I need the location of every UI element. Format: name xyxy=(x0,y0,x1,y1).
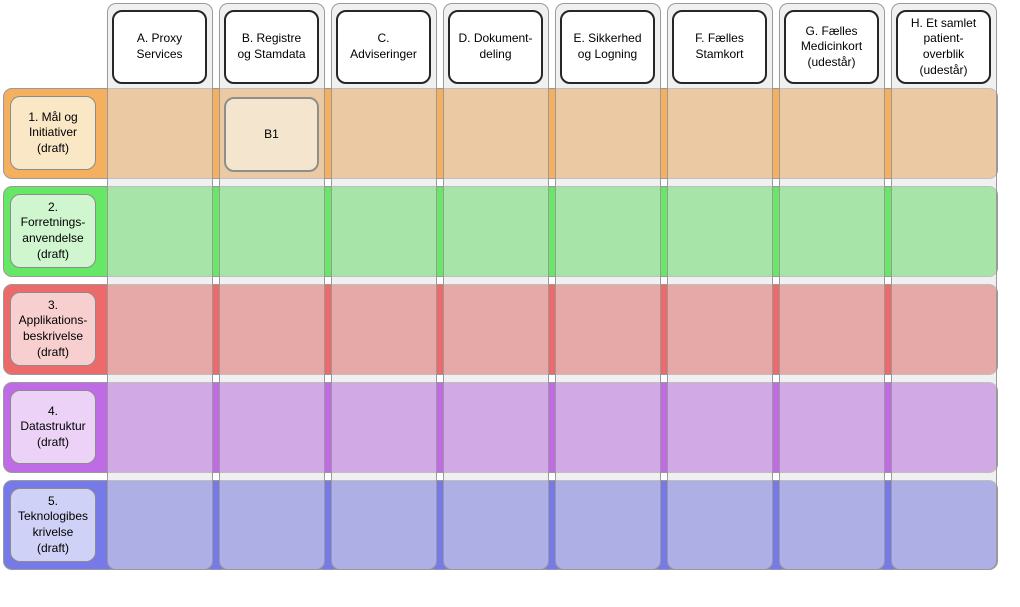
column-header-d[interactable]: D. Dokument- deling xyxy=(448,10,543,84)
column-header-g[interactable]: G. Fælles Medicinkort (udestår) xyxy=(784,10,879,84)
row-header-5[interactable]: 5. Teknologibes krivelse (draft) xyxy=(10,488,96,562)
row-header-1[interactable]: 1. Mål og Initiativer (draft) xyxy=(10,96,96,170)
column-header-a[interactable]: A. Proxy Services xyxy=(112,10,207,84)
column-header-c[interactable]: C. Adviseringer xyxy=(336,10,431,84)
column-band-e xyxy=(555,3,661,570)
column-header-e[interactable]: E. Sikkerhed og Logning xyxy=(560,10,655,84)
column-header-b[interactable]: B. Registre og Stamdata xyxy=(224,10,319,84)
cell-b1[interactable]: B1 xyxy=(224,97,319,172)
column-band-b xyxy=(219,3,325,570)
column-band-a xyxy=(107,3,213,570)
row-header-3[interactable]: 3. Applikations- beskrivelse (draft) xyxy=(10,292,96,366)
row-header-2[interactable]: 2. Forretnings- anvendelse (draft) xyxy=(10,194,96,268)
column-band-g xyxy=(779,3,885,570)
column-band-c xyxy=(331,3,437,570)
column-band-f xyxy=(667,3,773,570)
row-header-4[interactable]: 4. Datastruktur (draft) xyxy=(10,390,96,464)
column-header-h[interactable]: H. Et samlet patient- overblik (udestår) xyxy=(896,10,991,84)
column-band-h xyxy=(891,3,997,570)
column-band-d xyxy=(443,3,549,570)
column-header-f[interactable]: F. Fælles Stamkort xyxy=(672,10,767,84)
